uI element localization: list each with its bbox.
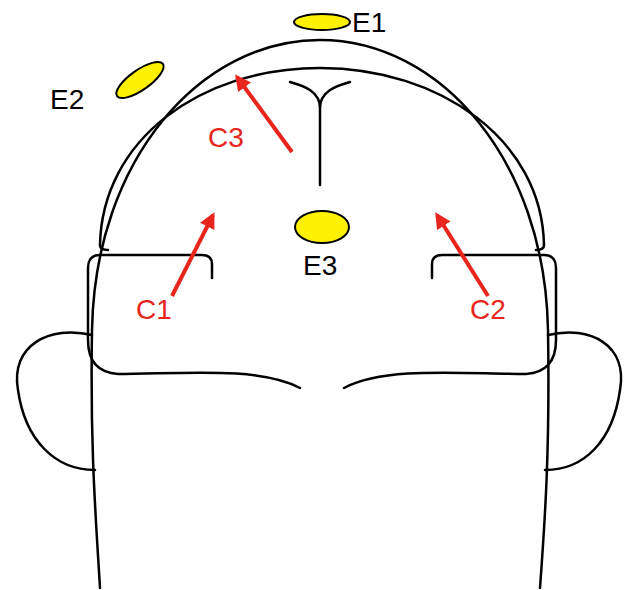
electrode [111,56,168,105]
current-label: C1 [136,296,172,324]
electrode [295,211,349,243]
electrode [294,14,350,30]
skull-outline [92,40,549,588]
current-arrow [172,215,213,296]
left-cerebellum [88,255,300,388]
left-hemisphere-base [100,245,108,250]
current-arrow [237,77,292,152]
right-ear [545,332,621,470]
right-hemisphere-base [536,245,544,250]
current-label: C3 [208,124,244,152]
left-ear [17,332,95,470]
right-cerebellum [344,255,556,388]
electrode-label: E3 [303,252,337,280]
electrode-label: E2 [50,86,84,114]
electrode-label: E1 [352,9,386,37]
current-arrow [437,215,488,296]
midline-fissure [290,82,350,185]
current-label: C2 [470,296,506,324]
brain-outline [100,68,544,245]
